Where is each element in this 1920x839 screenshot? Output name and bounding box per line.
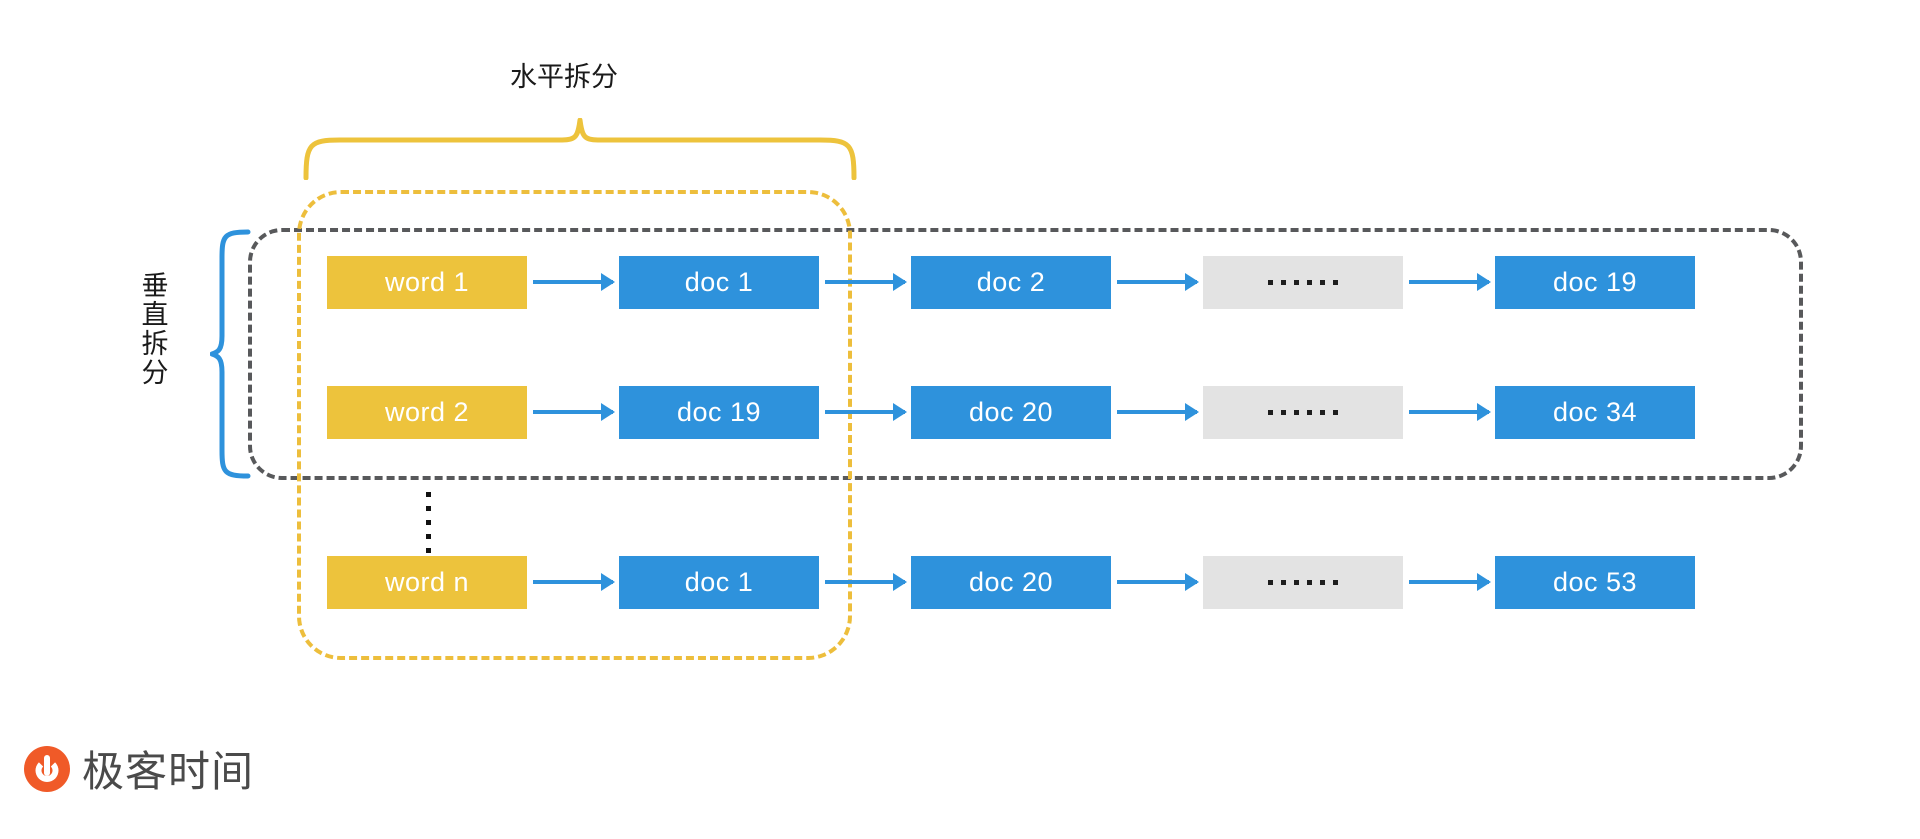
ellipsis-dots (1268, 580, 1338, 585)
doc-ellipsis-box (1203, 256, 1403, 309)
ellipsis-dots (1268, 410, 1338, 415)
connector-arrow (825, 580, 905, 584)
connector-arrow (1409, 580, 1489, 584)
doc-box: doc 34 (1495, 386, 1695, 439)
word-box: word 2 (327, 386, 527, 439)
connector-arrow (533, 410, 613, 414)
doc-box: doc 19 (1495, 256, 1695, 309)
doc-ellipsis-box (1203, 556, 1403, 609)
connector-arrow (825, 280, 905, 284)
connector-arrow (825, 410, 905, 414)
logo-wordmark: 极客时间 (82, 747, 255, 796)
doc-box: doc 20 (911, 556, 1111, 609)
vertical-split-label: 垂直拆分 (141, 271, 169, 389)
connector-arrow (1409, 410, 1489, 414)
ellipsis-dots (1268, 280, 1338, 285)
connector-arrow (1117, 280, 1197, 284)
connector-arrow (1117, 410, 1197, 414)
horizontal-split-brace (303, 118, 857, 180)
doc-box: doc 19 (619, 386, 819, 439)
geekbang-mark-icon (24, 745, 70, 792)
doc-box: doc 1 (619, 556, 819, 609)
vertical-split-brace (210, 229, 251, 479)
connector-arrow (1409, 280, 1489, 284)
connector-arrow (1117, 580, 1197, 584)
doc-box: doc 2 (911, 256, 1111, 309)
doc-box: doc 20 (911, 386, 1111, 439)
doc-box: doc 53 (1495, 556, 1695, 609)
connector-arrow (533, 280, 613, 284)
doc-box: doc 1 (619, 256, 819, 309)
doc-ellipsis-box (1203, 386, 1403, 439)
horizontal-split-label: 水平拆分 (510, 62, 618, 92)
connector-arrow (533, 580, 613, 584)
geekbang-logo: 极客时间 (24, 738, 254, 799)
word-box: word 1 (327, 256, 527, 309)
word-box: word n (327, 556, 527, 609)
